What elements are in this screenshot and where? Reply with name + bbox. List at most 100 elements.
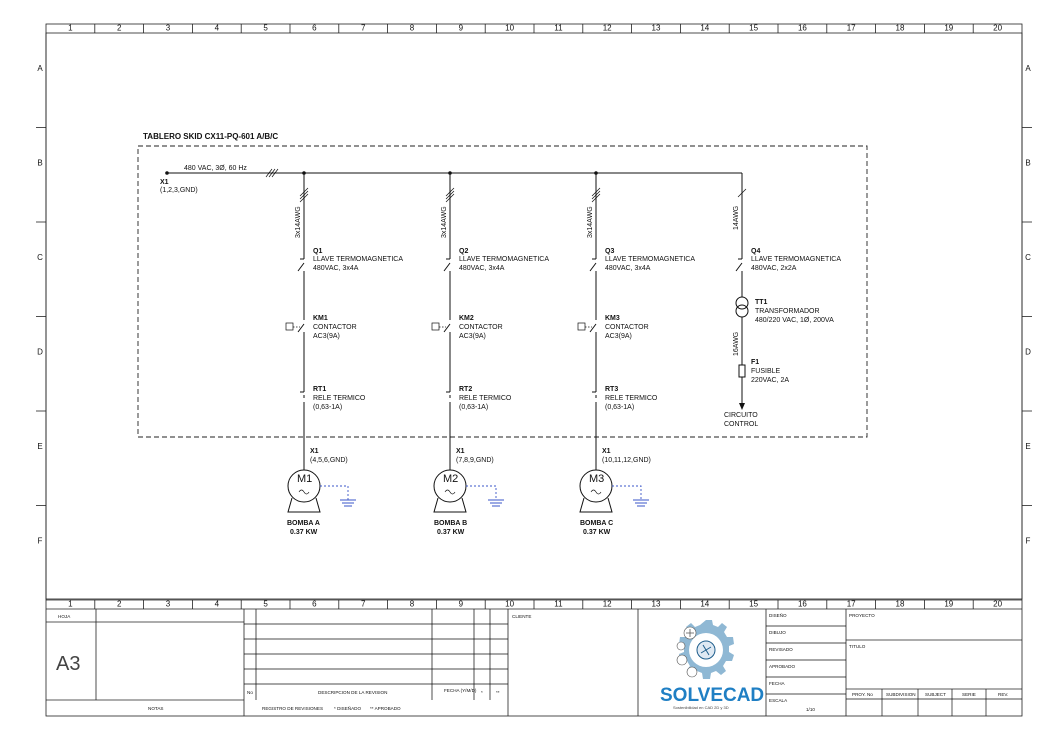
logo-tagline: Sostenibilidad en CAD 2D y 3D: [673, 705, 729, 710]
top-column-label: 9: [459, 24, 464, 33]
control-cable-2: 16AWG: [733, 332, 740, 356]
fuse-tag: F1: [751, 359, 759, 366]
feeder-3-relay-desc: RELE TERMICO: [605, 395, 658, 402]
tb-diseno: DISEÑO: [769, 612, 787, 618]
top-column-label: 4: [215, 24, 220, 33]
top-column-label: 13: [652, 24, 661, 33]
top-column-label: 18: [896, 24, 905, 33]
tb-notas: NOTAS: [148, 706, 163, 711]
feeder-3-breaker-tag: Q3: [605, 248, 614, 255]
bottom-column-label: 6: [312, 600, 317, 609]
top-column-label: 6: [312, 24, 317, 33]
bottom-column-label: 10: [505, 600, 514, 609]
tb-proyecto: PROYECTO: [849, 613, 875, 618]
logo-wordmark: SOLVECAD: [660, 685, 764, 706]
top-column-label: 2: [117, 24, 122, 33]
feeder-3-cable: 3x14AWG: [587, 206, 594, 238]
feeder-1: 3x14AWG Q1 LLAVE TERMOMAGNETICA 480VAC, …: [285, 173, 403, 536]
motor-1-name: BOMBA A: [287, 520, 320, 527]
tb-fecha: FECHA: [769, 681, 786, 686]
top-column-label: 20: [993, 24, 1002, 33]
right-row-label: A: [1025, 64, 1031, 73]
left-row-label: E: [37, 442, 42, 451]
top-column-label: 5: [263, 24, 268, 33]
bottom-column-label: 15: [749, 600, 758, 609]
motor-3-power: 0.37 KW: [583, 529, 611, 536]
tb-subject: SUBJECT: [925, 692, 946, 697]
feeder-1-contactor-rating: AC3(9A): [313, 333, 340, 340]
bottom-column-label: 7: [361, 600, 366, 609]
feeder-2-breaker-rating: 480VAC, 3x4A: [459, 265, 505, 272]
motor-1-tag: M1: [297, 473, 312, 485]
main-bus: [165, 168, 742, 178]
bottom-column-label: 12: [603, 600, 612, 609]
feeder-2-breaker-tag: Q2: [459, 248, 468, 255]
feeder-1-contactor-desc: CONTACTOR: [313, 324, 357, 331]
drawing-frame: [45, 23, 1023, 717]
top-column-label: 10: [505, 24, 514, 33]
transformer-rating: 480/220 VAC, 1Ø, 200VA: [755, 317, 834, 324]
fuse-desc: FUSIBLE: [751, 368, 781, 375]
left-row-label: F: [38, 536, 43, 545]
control-breaker-tag: Q4: [751, 248, 760, 255]
feeder-2-relay-desc: RELE TERMICO: [459, 395, 512, 402]
tb-registro: REGISTRO DE REVISIONES: [262, 706, 323, 711]
feeder-1-breaker-tag: Q1: [313, 248, 322, 255]
tb-rev-star: *: [481, 690, 483, 695]
tb-titulo: TITULO: [849, 644, 866, 649]
control-breaker-rating: 480VAC, 2x2A: [751, 265, 797, 272]
transformer-desc: TRANSFORMADOR: [755, 308, 820, 315]
motor-3-tag: M3: [589, 473, 604, 485]
feeder-3-contactor-rating: AC3(9A): [605, 333, 632, 340]
bottom-column-label: 5: [263, 600, 268, 609]
feeder-1-contactor-tag: KM1: [313, 315, 328, 322]
bottom-column-label: 20: [993, 600, 1002, 609]
motor-2-tag: M2: [443, 473, 458, 485]
feeder-1-cable: 3x14AWG: [295, 206, 302, 238]
top-column-label: 16: [798, 24, 807, 33]
feeder-3-terminal-tag: X1: [602, 448, 611, 455]
tb-serie: SERIE: [962, 692, 976, 697]
feeder-3-contactor-tag: KM3: [605, 315, 620, 322]
feeder-3-breaker-desc: LLAVE TERMOMAGNETICA: [605, 256, 695, 263]
right-row-label: C: [1025, 253, 1031, 262]
tb-sheet-size: A3: [56, 653, 80, 675]
bottom-column-label: 9: [459, 600, 464, 609]
right-row-label: B: [1025, 158, 1030, 167]
feeder-1-relay-desc: RELE TERMICO: [313, 395, 366, 402]
feeder-1-terminal-tag: X1: [310, 448, 319, 455]
tb-subdivision: SUBDIVISION: [886, 692, 916, 697]
feeder-2-relay-tag: RT2: [459, 386, 472, 393]
right-row-label: D: [1025, 347, 1031, 356]
bottom-column-label: 19: [944, 600, 953, 609]
right-row-label: E: [1025, 442, 1030, 451]
feeder-1-relay-rating: (0,63-1A): [313, 404, 342, 411]
top-column-label: 19: [944, 24, 953, 33]
feeder-2-terminal-desc: (7,8,9,GND): [456, 457, 494, 464]
feeder-1-terminal-desc: (4,5,6,GND): [310, 457, 348, 464]
top-column-label: 11: [554, 24, 563, 33]
left-row-label: B: [37, 158, 42, 167]
bottom-column-label: 17: [847, 600, 856, 609]
feeder-2-contactor-tag: KM2: [459, 315, 474, 322]
left-row-label: D: [37, 347, 43, 356]
panel-title: TABLERO SKID CX11-PQ-601 A/B/C: [143, 132, 278, 141]
top-column-label: 8: [410, 24, 415, 33]
tb-hoja: HOJA: [58, 614, 71, 619]
feeder-2-cable: 3x14AWG: [441, 206, 448, 238]
top-column-label: 3: [166, 24, 171, 33]
bottom-column-label: 11: [554, 600, 563, 609]
tb-rev-star2: **: [496, 690, 500, 695]
top-column-label: 17: [847, 24, 856, 33]
tb-aprobado: APROBADO: [769, 664, 795, 669]
top-column-label: 7: [361, 24, 366, 33]
transformer-tag: TT1: [755, 299, 768, 306]
tb-escala: ESCALA: [769, 698, 788, 703]
feeder-2-breaker-desc: LLAVE TERMOMAGNETICA: [459, 256, 549, 263]
tb-disenado: * DISEÑADO: [334, 705, 361, 711]
feeder-3-breaker-rating: 480VAC, 3x4A: [605, 265, 651, 272]
main-terminal-desc: (1,2,3,GND): [160, 187, 198, 194]
top-column-label: 15: [749, 24, 758, 33]
